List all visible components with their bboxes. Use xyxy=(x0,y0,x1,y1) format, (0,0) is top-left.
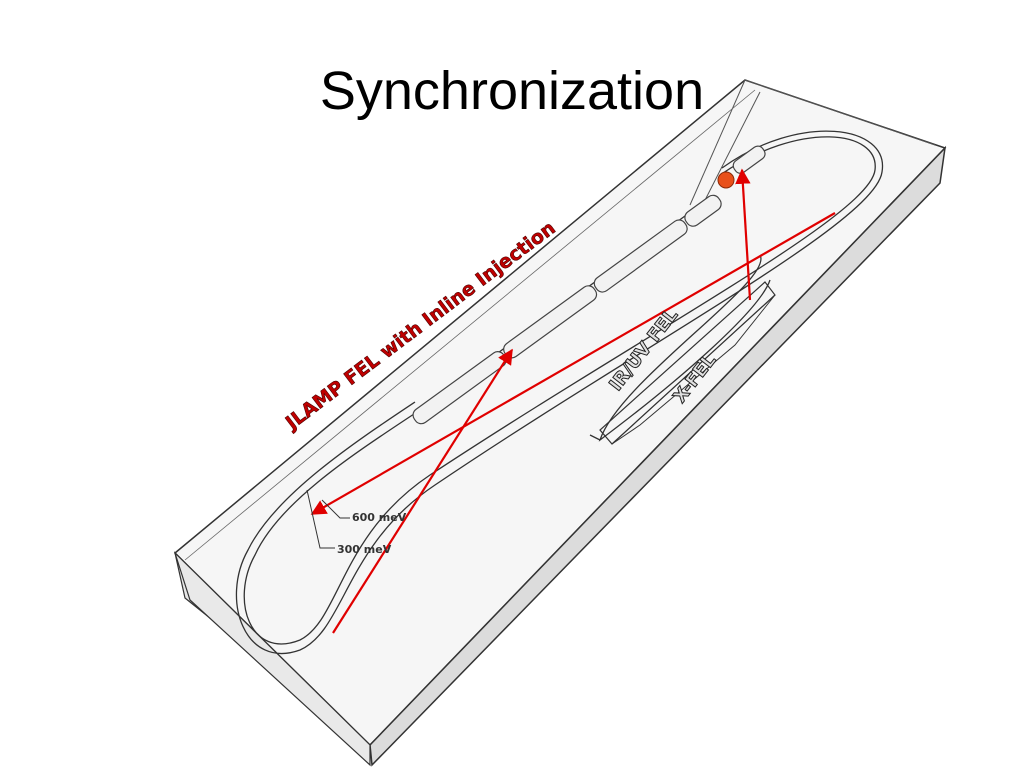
synchronization-arrows xyxy=(310,168,836,634)
injector-dot xyxy=(717,171,735,189)
fel-beamlines xyxy=(599,281,776,445)
racetrack-beamline xyxy=(235,130,884,655)
energy-label-300: 300 meV xyxy=(337,543,392,556)
slide-title: Synchronization xyxy=(319,61,705,121)
energy-callouts xyxy=(306,489,350,549)
linac-cryomodules xyxy=(412,145,766,425)
energy-label-600: 600 meV xyxy=(352,511,407,524)
